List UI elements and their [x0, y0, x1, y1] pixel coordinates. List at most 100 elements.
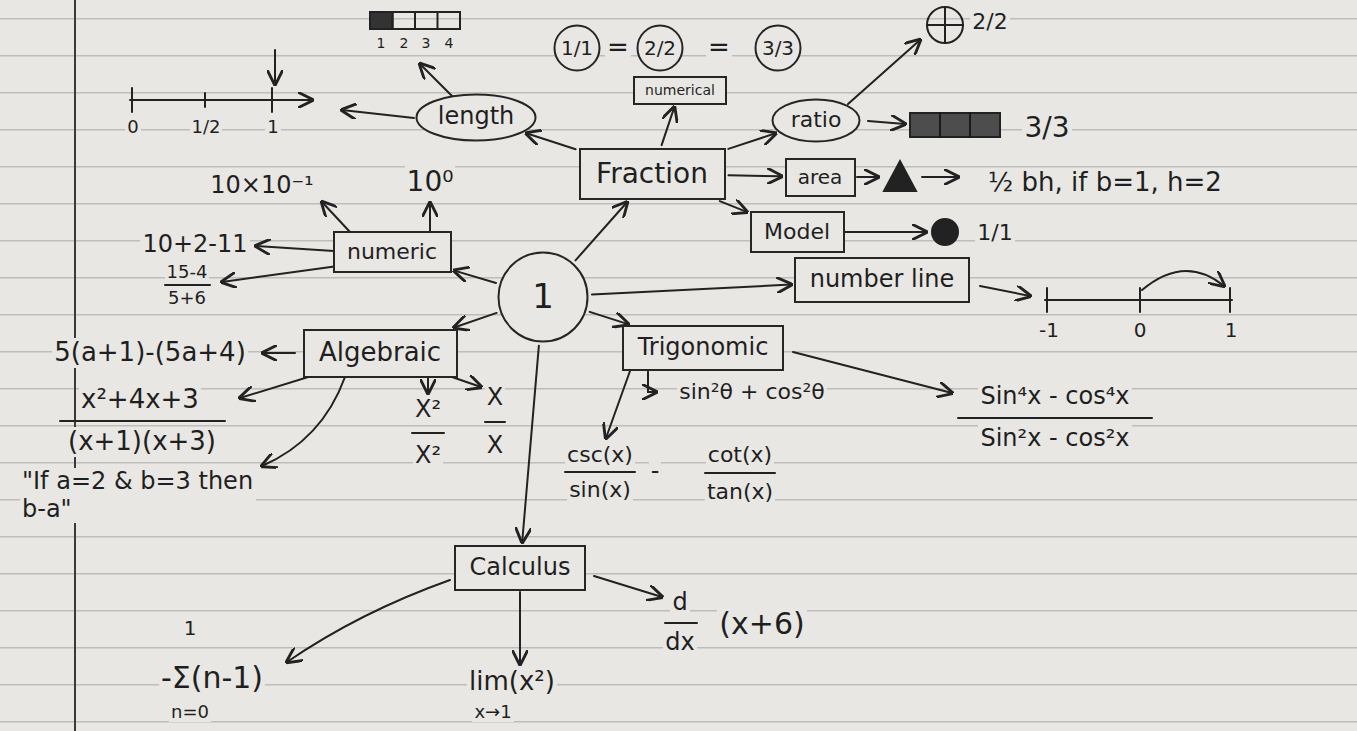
- node-text: Trigonomic: [638, 334, 769, 362]
- node-outline-shape: [638, 26, 683, 71]
- node-text: Model: [764, 219, 830, 244]
- leader-arrow: [845, 231, 926, 233]
- fraction-bar-line: [705, 472, 775, 474]
- math-label: 3/3: [1022, 112, 1071, 144]
- category-box: numerical: [633, 76, 727, 105]
- tick-mark: [1047, 288, 1230, 312]
- math-label: 0: [125, 117, 140, 138]
- math-label: 3: [420, 35, 433, 51]
- category-box: Algebraic: [303, 329, 458, 378]
- math-label: 15-4: [165, 262, 210, 283]
- node-text: 2/2: [644, 37, 676, 60]
- math-label: -1: [1037, 319, 1061, 342]
- math-label: X²: [413, 442, 443, 470]
- leader-arrow: [322, 202, 350, 232]
- math-label: =: [605, 33, 631, 63]
- math-label: 2/2: [970, 9, 1009, 34]
- math-label: n=0: [169, 702, 211, 723]
- leader-arrow: [922, 176, 958, 178]
- connector-arrow: [729, 174, 782, 177]
- math-label: 4: [443, 35, 456, 51]
- fraction-bar: [370, 12, 460, 29]
- node-text: Algebraic: [319, 338, 441, 368]
- math-label: Sin²x - cos²x: [978, 425, 1131, 453]
- math-label: "If a=2 & b=3 then b-a": [20, 468, 256, 523]
- leader-arrow: [342, 110, 414, 118]
- math-label: X: [485, 432, 505, 460]
- node-text: Fraction: [596, 158, 708, 190]
- math-label: 10⁰: [405, 166, 456, 198]
- node-text: area: [798, 166, 843, 189]
- cell-divider: [940, 113, 970, 137]
- category-oval: ratio: [771, 98, 861, 143]
- connector-arrow: [522, 346, 539, 542]
- leader-arrow: [420, 64, 455, 99]
- leader-arrow: [240, 374, 318, 398]
- math-label: tan(x): [705, 479, 775, 504]
- math-label: cot(x): [706, 442, 774, 467]
- circled-fraction: 3/3: [754, 24, 802, 72]
- math-label: 1: [1223, 319, 1240, 342]
- math-label: sin²θ + cos²θ: [677, 379, 827, 404]
- node-outline-shape: [756, 26, 801, 71]
- fraction-bar-line: [165, 284, 210, 286]
- leader-arrow: [427, 377, 429, 393]
- math-label: -Σ(n-1): [159, 661, 265, 696]
- leader-arrow: [262, 377, 345, 466]
- fraction-bar-line: [60, 420, 225, 422]
- number-line: [1045, 299, 1232, 301]
- leader-arrow: [594, 576, 662, 597]
- math-label: Sin⁴x - cos⁴x: [978, 383, 1131, 411]
- leader-arrow: [857, 176, 878, 178]
- connector-arrow: [592, 285, 791, 295]
- connector-arrow: [454, 271, 496, 283]
- triangle-shape: [884, 161, 916, 191]
- connector-arrow: [575, 202, 626, 260]
- math-label: 1: [182, 617, 199, 640]
- cell-divider: [393, 12, 438, 29]
- circled-fraction: 2/2: [636, 24, 684, 72]
- math-label: 1: [265, 117, 280, 138]
- math-label: 5(a+1)-(5a+4): [52, 338, 248, 368]
- math-label: lim(x²): [467, 667, 557, 697]
- leader-arrow: [263, 352, 295, 354]
- node-text: length: [438, 103, 515, 131]
- leader-arrow: [256, 246, 334, 251]
- node-text: Calculus: [470, 554, 571, 582]
- math-label: 10×10⁻¹: [208, 172, 315, 200]
- math-label: sin(x): [567, 477, 633, 502]
- category-box: Trigonomic: [622, 325, 784, 371]
- math-label: X²: [413, 396, 443, 424]
- connector-arrow: [720, 201, 747, 212]
- math-label: 10+2-11: [140, 231, 249, 259]
- math-label: 1/2: [190, 117, 223, 138]
- connector-arrow: [590, 312, 628, 324]
- node-outline-shape: [773, 99, 860, 141]
- leader-arrow: [429, 203, 431, 232]
- math-label: ½ bh, if b=1, h=2: [986, 168, 1224, 198]
- node-text: 3/3: [762, 37, 794, 60]
- math-label: =: [706, 33, 732, 63]
- connector-arrow: [662, 107, 675, 145]
- math-label: X: [485, 384, 505, 412]
- math-label: (x+6): [717, 607, 806, 642]
- category-box: number line: [794, 257, 970, 303]
- shaded-cell: [370, 12, 393, 29]
- node-text: ratio: [791, 107, 842, 132]
- split-circle: [927, 7, 963, 43]
- tick-mark: [132, 88, 272, 112]
- connector-arrow: [526, 133, 575, 149]
- math-label: 1: [375, 35, 388, 51]
- center-circle: 1: [497, 251, 589, 343]
- math-label: 5+6: [166, 288, 208, 309]
- math-label: 1/1: [975, 220, 1014, 245]
- category-box: numeric: [333, 231, 452, 273]
- jump-arc: [1142, 271, 1224, 290]
- filled-dot: [932, 219, 958, 245]
- leader-arrow: [222, 266, 338, 282]
- fraction-bar-line: [565, 471, 635, 473]
